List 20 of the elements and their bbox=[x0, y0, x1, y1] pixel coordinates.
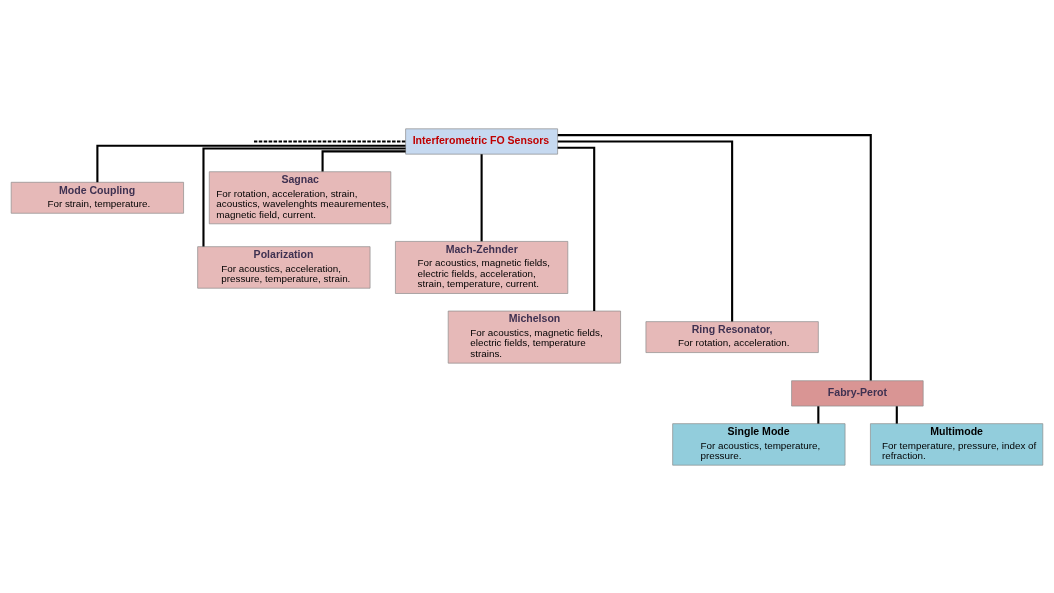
node-box: Fabry-Perot bbox=[791, 379, 924, 406]
connector bbox=[557, 139, 734, 321]
node-box: Interferometric FO Sensors bbox=[405, 127, 558, 154]
node-box: Polarization For acoustics, acceleration, pressure, temperature, strain. bbox=[197, 245, 371, 289]
connector bbox=[202, 146, 406, 246]
connector bbox=[557, 133, 872, 381]
node-box: Single Mode For acoustics, temperature, pressure. bbox=[672, 422, 846, 466]
connector bbox=[480, 153, 483, 241]
node-box: Sagnac For rotation, acceleration, strain, acoustics, wavelenghts meaurementes, magnetic field, current. bbox=[208, 170, 392, 224]
connector bbox=[557, 146, 596, 311]
connector bbox=[321, 149, 406, 172]
node-box: Mach-Zehnder For acoustics, magnetic fields, electric fields, acceleration, strain, temperature, current. bbox=[395, 240, 569, 294]
connector bbox=[96, 144, 406, 182]
node-box: Mode Coupling For strain, temperature. bbox=[10, 181, 184, 214]
connector bbox=[895, 405, 898, 424]
node-box: Michelson For acoustics, magnetic fields, electric fields, temperature strains. bbox=[447, 310, 621, 363]
connector bbox=[254, 139, 406, 143]
connector bbox=[817, 405, 820, 424]
node-box: Multimode For temperature, pressure, index of refraction. bbox=[870, 422, 1044, 466]
node-box: Ring Resonator, For rotation, acceleration. bbox=[645, 320, 819, 353]
